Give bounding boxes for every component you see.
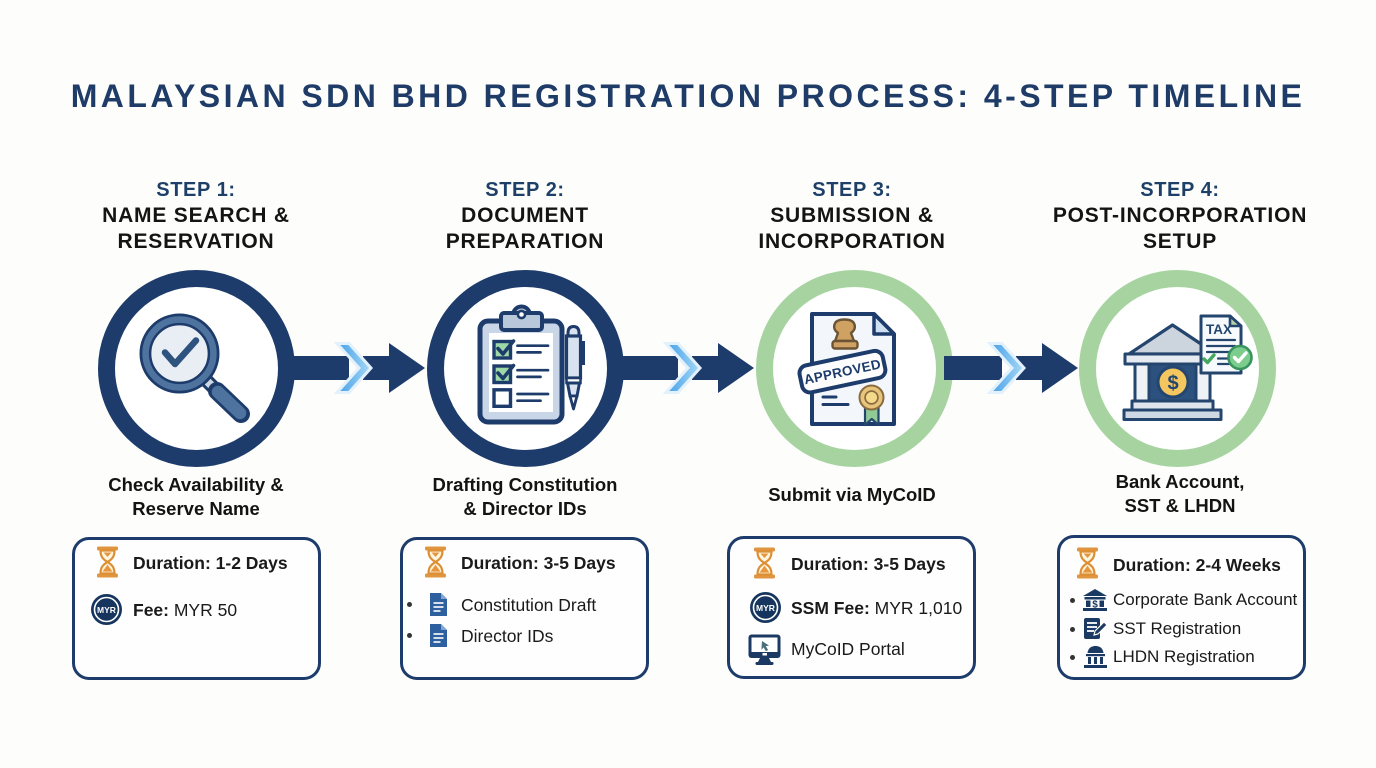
svg-text:MYR: MYR: [97, 605, 116, 615]
svg-text:MYR: MYR: [756, 603, 775, 613]
svg-text:$: $: [1092, 600, 1098, 611]
svg-text:TAX: TAX: [1206, 322, 1232, 337]
svg-text:$: $: [1167, 373, 1178, 395]
